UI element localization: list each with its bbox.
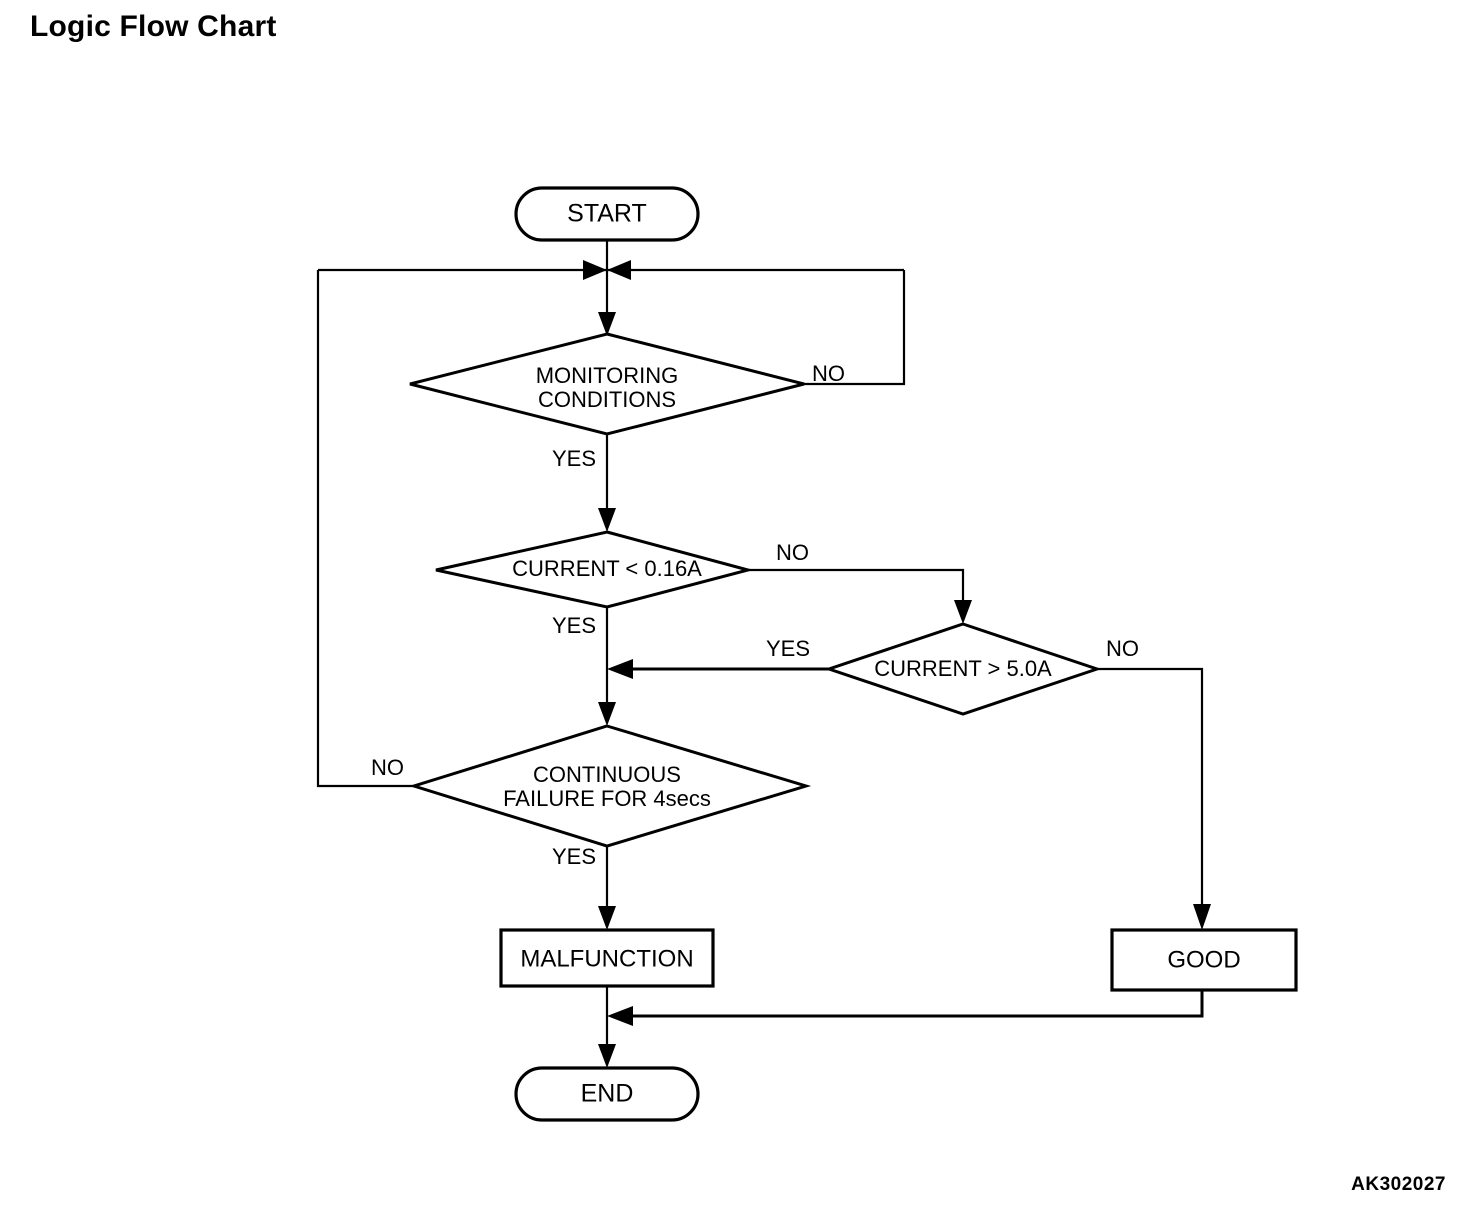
arrow-into-continuous-failure bbox=[598, 702, 616, 726]
arrow-merge-good bbox=[607, 1006, 633, 1026]
arrow-into-malfunction bbox=[598, 906, 616, 930]
edge-label-monitoring-no: NO bbox=[812, 361, 845, 386]
page-title: Logic Flow Chart bbox=[30, 10, 277, 43]
node-malfunction-label: MALFUNCTION bbox=[520, 945, 693, 972]
edge-monitoring-no bbox=[804, 270, 906, 386]
node-good-label: GOOD bbox=[1167, 946, 1240, 973]
arrow-into-end bbox=[598, 1044, 616, 1068]
node-failure-label-line2: FAILURE FOR 4secs bbox=[503, 786, 711, 811]
node-good[interactable] bbox=[1110, 928, 1298, 992]
node-current-low-label: CURRENT < 0.16A bbox=[512, 556, 702, 581]
node-monitoring-conditions[interactable] bbox=[409, 332, 805, 436]
edge-label-current-low-no: NO bbox=[776, 540, 809, 565]
node-current-high-label: CURRENT > 5.0A bbox=[874, 656, 1052, 681]
edge-label-failure-yes: YES bbox=[552, 844, 596, 869]
arrow-into-monitoring bbox=[598, 312, 616, 336]
node-current-low[interactable] bbox=[435, 530, 754, 609]
node-end-label: END bbox=[581, 1080, 634, 1108]
node-end[interactable] bbox=[514, 1066, 700, 1122]
arrow-into-junction-from-right bbox=[607, 260, 631, 280]
node-start-label: START bbox=[567, 200, 647, 228]
node-monitoring-label-line1: MONITORING bbox=[536, 363, 679, 388]
edge-good-to-end bbox=[611, 990, 1204, 1018]
arrow-into-current-high bbox=[954, 600, 972, 624]
edge-label-current-high-no: NO bbox=[1106, 636, 1139, 661]
node-start[interactable] bbox=[514, 186, 700, 242]
node-monitoring-label-line2: CONDITIONS bbox=[538, 387, 676, 412]
edge-label-failure-no: NO bbox=[371, 755, 404, 780]
node-current-high[interactable] bbox=[824, 622, 1102, 716]
node-continuous-failure[interactable] bbox=[408, 724, 812, 848]
edge-current-low-no bbox=[748, 568, 965, 618]
edge-label-current-low-yes: YES bbox=[552, 613, 596, 638]
arrow-merge-current-high-yes bbox=[607, 659, 633, 679]
watermark-label: AK302027 bbox=[1351, 1174, 1446, 1195]
node-failure-label-line1: CONTINUOUS bbox=[533, 762, 681, 787]
arrow-into-junction-from-left bbox=[583, 260, 607, 280]
edge-label-current-high-yes: YES bbox=[766, 636, 810, 661]
edge-label-monitoring-yes: YES bbox=[552, 446, 596, 471]
edge-failure-no bbox=[316, 270, 414, 788]
edge-current-high-no bbox=[1097, 667, 1204, 924]
arrow-into-current-low bbox=[598, 508, 616, 532]
arrow-into-good bbox=[1193, 904, 1211, 930]
node-malfunction[interactable] bbox=[499, 928, 715, 988]
